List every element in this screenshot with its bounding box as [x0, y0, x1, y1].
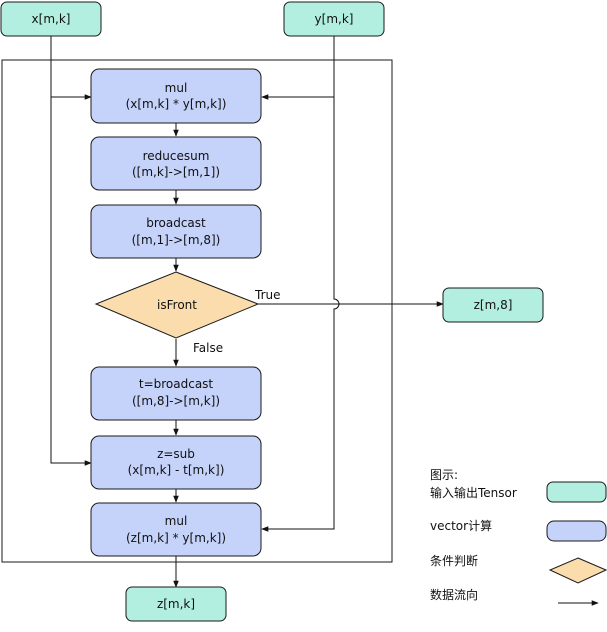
- mul1-title: mul: [165, 81, 188, 95]
- broadcast-expr: ([m,1]->[m,8]): [132, 233, 221, 247]
- mul2-expr: (z[m,k] * y[m,k]): [126, 531, 226, 545]
- mul2-node: [90, 502, 262, 557]
- zsub-expr: (x[m,k] - t[m,k]): [128, 463, 225, 477]
- legend-vector-swatch: [546, 520, 607, 542]
- edge-x-to-mul1: [50, 36, 92, 100]
- legend-io-label: 输入输出Tensor: [430, 485, 517, 500]
- legend: 图示: 输入输出Tensor vector计算 条件判断 数据流向: [430, 468, 607, 606]
- reducesum-expr: ([m,k]->[m,1]): [132, 165, 220, 179]
- mul2-title: mul: [165, 514, 188, 528]
- edges: [50, 36, 444, 588]
- input-x-label: x[m,k]: [32, 12, 71, 26]
- input-y-label: y[m,k]: [315, 12, 354, 26]
- input-y-node: [283, 1, 385, 37]
- edge-y-to-mul1: [261, 36, 335, 100]
- output-z8-node: [442, 287, 544, 323]
- legend-flow-label: 数据流向: [430, 587, 478, 602]
- legend-vector-label: vector计算: [430, 518, 492, 533]
- mul1-node: [90, 68, 262, 124]
- legend-io-swatch: [546, 481, 607, 503]
- true-branch-label: True: [254, 288, 281, 302]
- tbroadcast-expr: ([m,8]->[m,k]): [132, 394, 220, 408]
- output-zmk-label: z[m,k]: [157, 597, 195, 611]
- mul1-expr: (x[m,k] * y[m,k]): [126, 97, 227, 111]
- tbroadcast-title: t=broadcast: [139, 377, 214, 391]
- zsub-title: z=sub: [157, 447, 195, 461]
- isfront-label: isFront: [157, 298, 197, 312]
- false-branch-label: False: [193, 341, 223, 355]
- legend-decision-swatch: [548, 557, 607, 584]
- output-zmk-node: [125, 586, 227, 622]
- broadcast-node: [90, 204, 262, 259]
- output-z8-label: z[m,8]: [474, 298, 513, 312]
- isfront-decision-node: [94, 271, 260, 339]
- input-x-node: [0, 1, 102, 37]
- tbroadcast-node: [90, 366, 262, 421]
- legend-decision-label: 条件判断: [430, 553, 478, 568]
- edge-x-to-zsub: [50, 97, 92, 466]
- reducesum-node: [90, 136, 262, 191]
- broadcast-title: broadcast: [146, 216, 206, 230]
- edge-y-to-mul2: [261, 97, 340, 532]
- legend-title: 图示:: [430, 468, 458, 482]
- compute-boundary-frame: [1, 59, 393, 563]
- zsub-node: [90, 435, 262, 490]
- reducesum-title: reducesum: [143, 149, 210, 163]
